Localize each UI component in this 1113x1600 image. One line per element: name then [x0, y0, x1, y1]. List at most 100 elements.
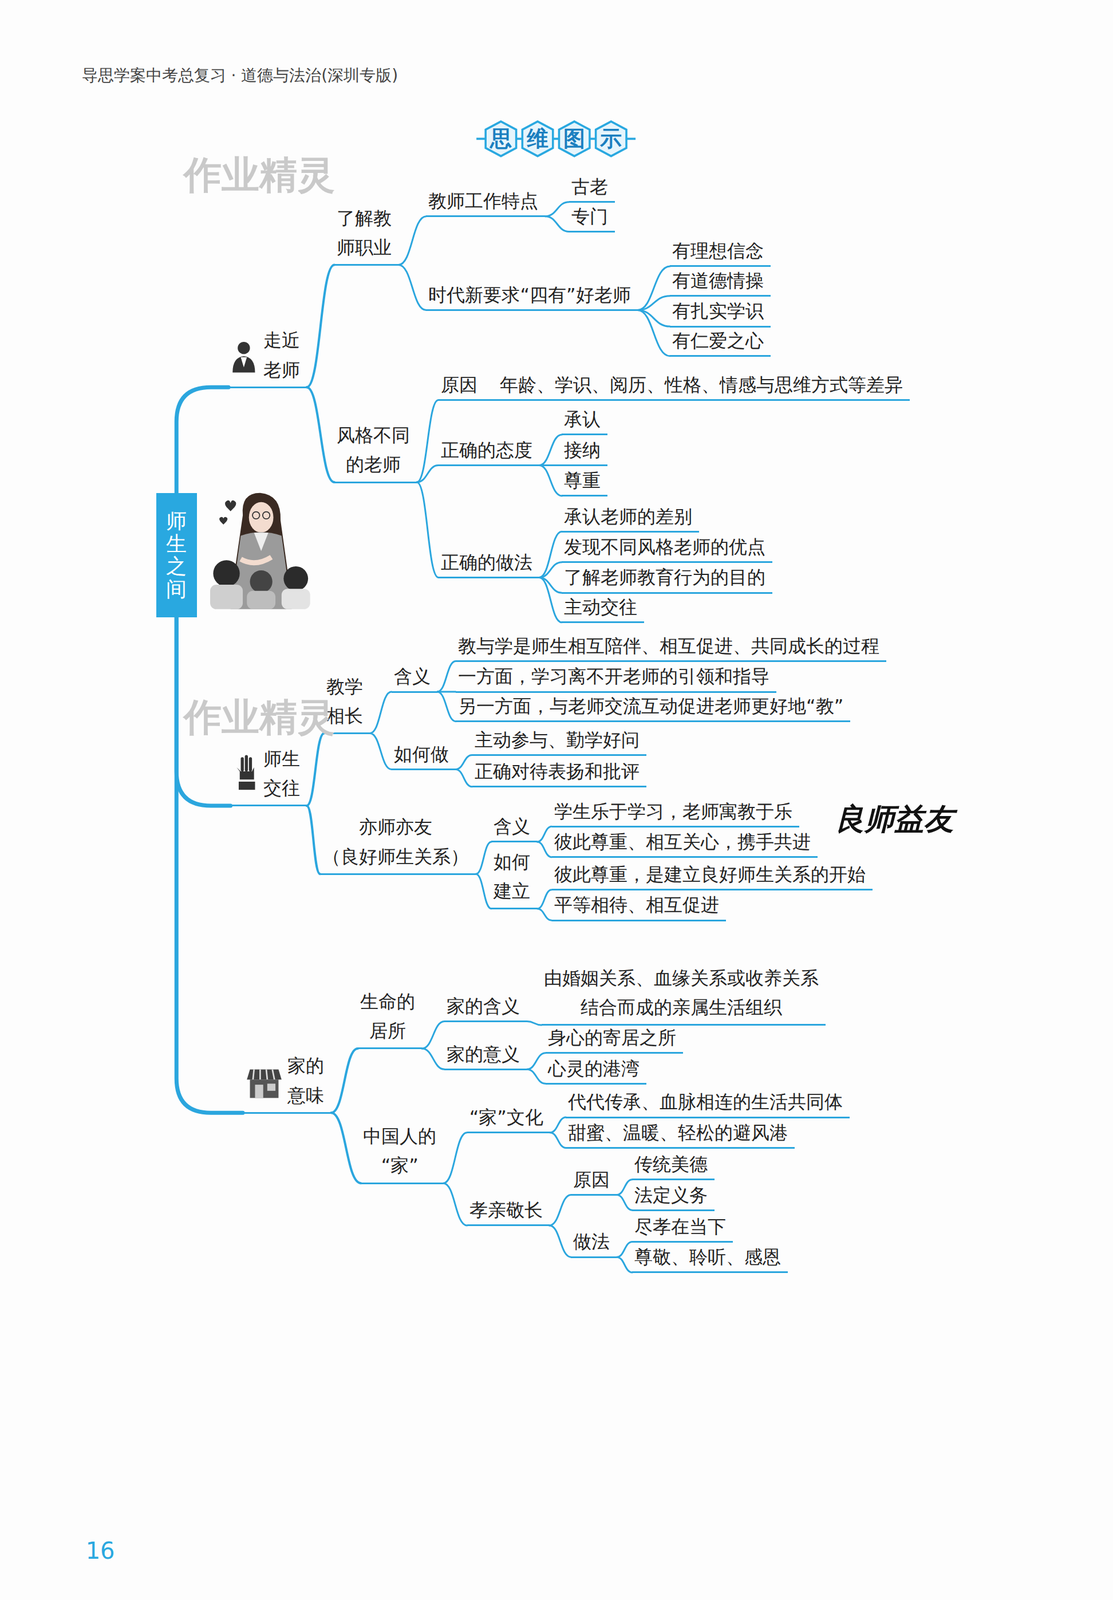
topic-node: 师生 交往 [230, 744, 307, 807]
node-text: 另一方面，与老师交流互动促进老师更好地“教” [458, 693, 844, 719]
topic-node: 孝亲敬长 [467, 1197, 550, 1226]
topic-node: 尊重 [561, 468, 608, 497]
topic-node: 承认老师的差别 [561, 504, 700, 533]
node-text: 中国人的 “家” [362, 1121, 437, 1180]
connector [616, 1179, 633, 1195]
node-text: 孝亲敬长 [469, 1197, 543, 1223]
topic-node: 有扎实学识 [669, 298, 771, 327]
topic-node: 教与学是师生相互陪伴、相互促进、共同成长的过程 [455, 633, 887, 662]
topic-node: 风格不同 的老师 [334, 420, 417, 483]
topic-node: 古老 [569, 174, 615, 203]
node-text: 尊重 [563, 468, 601, 493]
connector [484, 399, 498, 401]
topic-node: 专门 [569, 204, 615, 233]
topic-node: 发现不同风格老师的优点 [561, 534, 773, 563]
connector [330, 1112, 361, 1183]
connector [416, 464, 439, 483]
node-text: 有道德情操 [672, 268, 764, 294]
topic-node: 年龄、学识、阅历、性格、情感与思维方式等差异 [497, 372, 910, 401]
node-text: 有理想信念 [672, 238, 764, 264]
node-text: 年龄、学识、阅历、性格、情感与思维方式等差异 [499, 372, 903, 398]
topic-node: 主动参与、勤学好问 [472, 727, 647, 756]
node-text: 甜蜜、温暖、轻松的避风港 [567, 1120, 788, 1146]
topic-node: 学生乐于学习，老师寓教于乐 [551, 799, 800, 828]
watermark: 作业精灵 [183, 149, 335, 201]
node-text: 彼此尊重，是建立良好师生关系的开始 [554, 862, 866, 887]
topic-node: 含义 [491, 814, 538, 843]
topic-node: 原因 [438, 372, 485, 401]
topic-node: 代代传承、血脉相连的生活共同体 [565, 1089, 850, 1118]
topic-node: 尽孝在当下 [632, 1214, 733, 1243]
connector [537, 889, 552, 909]
topic-node: 彼此尊重、相互关心，携手共进 [551, 829, 818, 858]
topic-node: 正确的态度 [438, 437, 540, 467]
topic-node: “家”文化 [467, 1104, 551, 1134]
node-text: 彼此尊重、相互关心，携手共进 [554, 829, 811, 855]
node-text: 风格不同 的老师 [336, 420, 410, 480]
connector [539, 434, 563, 465]
connector [306, 732, 325, 806]
node-text: 心灵的港湾 [547, 1056, 640, 1081]
node-text: 师生之间 [166, 509, 187, 601]
connector [176, 617, 243, 1113]
node-text: 如何 建立 [493, 847, 531, 906]
node-text: 了解教 师职业 [336, 203, 392, 263]
connector [537, 826, 552, 842]
connector [369, 691, 392, 733]
connector [526, 1068, 546, 1084]
node-text: “家”文化 [469, 1104, 544, 1130]
page-number: 16 [85, 1537, 116, 1564]
topic-node: 如何做 [391, 742, 456, 771]
connector [616, 1256, 633, 1273]
connector [637, 266, 671, 311]
connector [539, 562, 563, 578]
topic-node: 有道德情操 [669, 268, 771, 297]
teacher-illustration [210, 492, 311, 610]
house-icon [246, 1068, 282, 1098]
connector [475, 841, 492, 874]
node-text: 如何做 [393, 742, 449, 767]
topic-node: 接纳 [561, 437, 608, 467]
topic-node: 有仁爱之心 [669, 328, 771, 357]
connector [369, 732, 392, 769]
topic-node: 了解老师教育行为的目的 [561, 565, 773, 594]
connector [539, 531, 563, 578]
topic-node: 原因 [570, 1167, 617, 1196]
node-text: 时代新要求“四有”好老师 [428, 282, 631, 308]
connector [306, 805, 321, 874]
connector [416, 482, 439, 578]
connector [443, 1132, 467, 1183]
node-text: 承认 [563, 407, 601, 432]
node-text: 教与学是师生相互陪伴、相互促进、共同成长的过程 [458, 633, 880, 659]
node-text: 家的 意味 [287, 1051, 325, 1110]
connector [416, 399, 439, 483]
node-text: 走近 老师 [263, 325, 301, 385]
node-text: 家的意义 [446, 1042, 520, 1067]
node-text: 专门 [571, 204, 609, 230]
connector [616, 1194, 633, 1210]
topic-node: 如何 建立 [491, 847, 538, 910]
connector [539, 464, 563, 496]
topic-node: 承认 [561, 407, 608, 436]
topic-node: 法定义务 [632, 1182, 715, 1211]
node-text: 正确的态度 [440, 437, 533, 463]
node-text: 主动交往 [563, 594, 638, 620]
topic-node: 含义 [391, 664, 438, 693]
topic-node: 中国人的 “家” [360, 1121, 444, 1184]
topic-node: 家的意义 [444, 1042, 527, 1071]
connector [475, 873, 492, 909]
title: 思维图示 [490, 127, 638, 150]
node-text: 发现不同风格老师的优点 [563, 534, 766, 560]
root-band: 师生之间 [156, 492, 197, 618]
connector [616, 1241, 633, 1257]
node-text: 代代传承、血脉相连的生活共同体 [567, 1089, 843, 1115]
connector [443, 1182, 467, 1226]
connector [306, 265, 335, 388]
connector [549, 1194, 572, 1225]
hand-icon [236, 755, 255, 791]
node-text: 有仁爱之心 [672, 328, 764, 354]
node-text: 生命的 居所 [360, 987, 416, 1046]
topic-node: 正确的做法 [438, 550, 540, 579]
